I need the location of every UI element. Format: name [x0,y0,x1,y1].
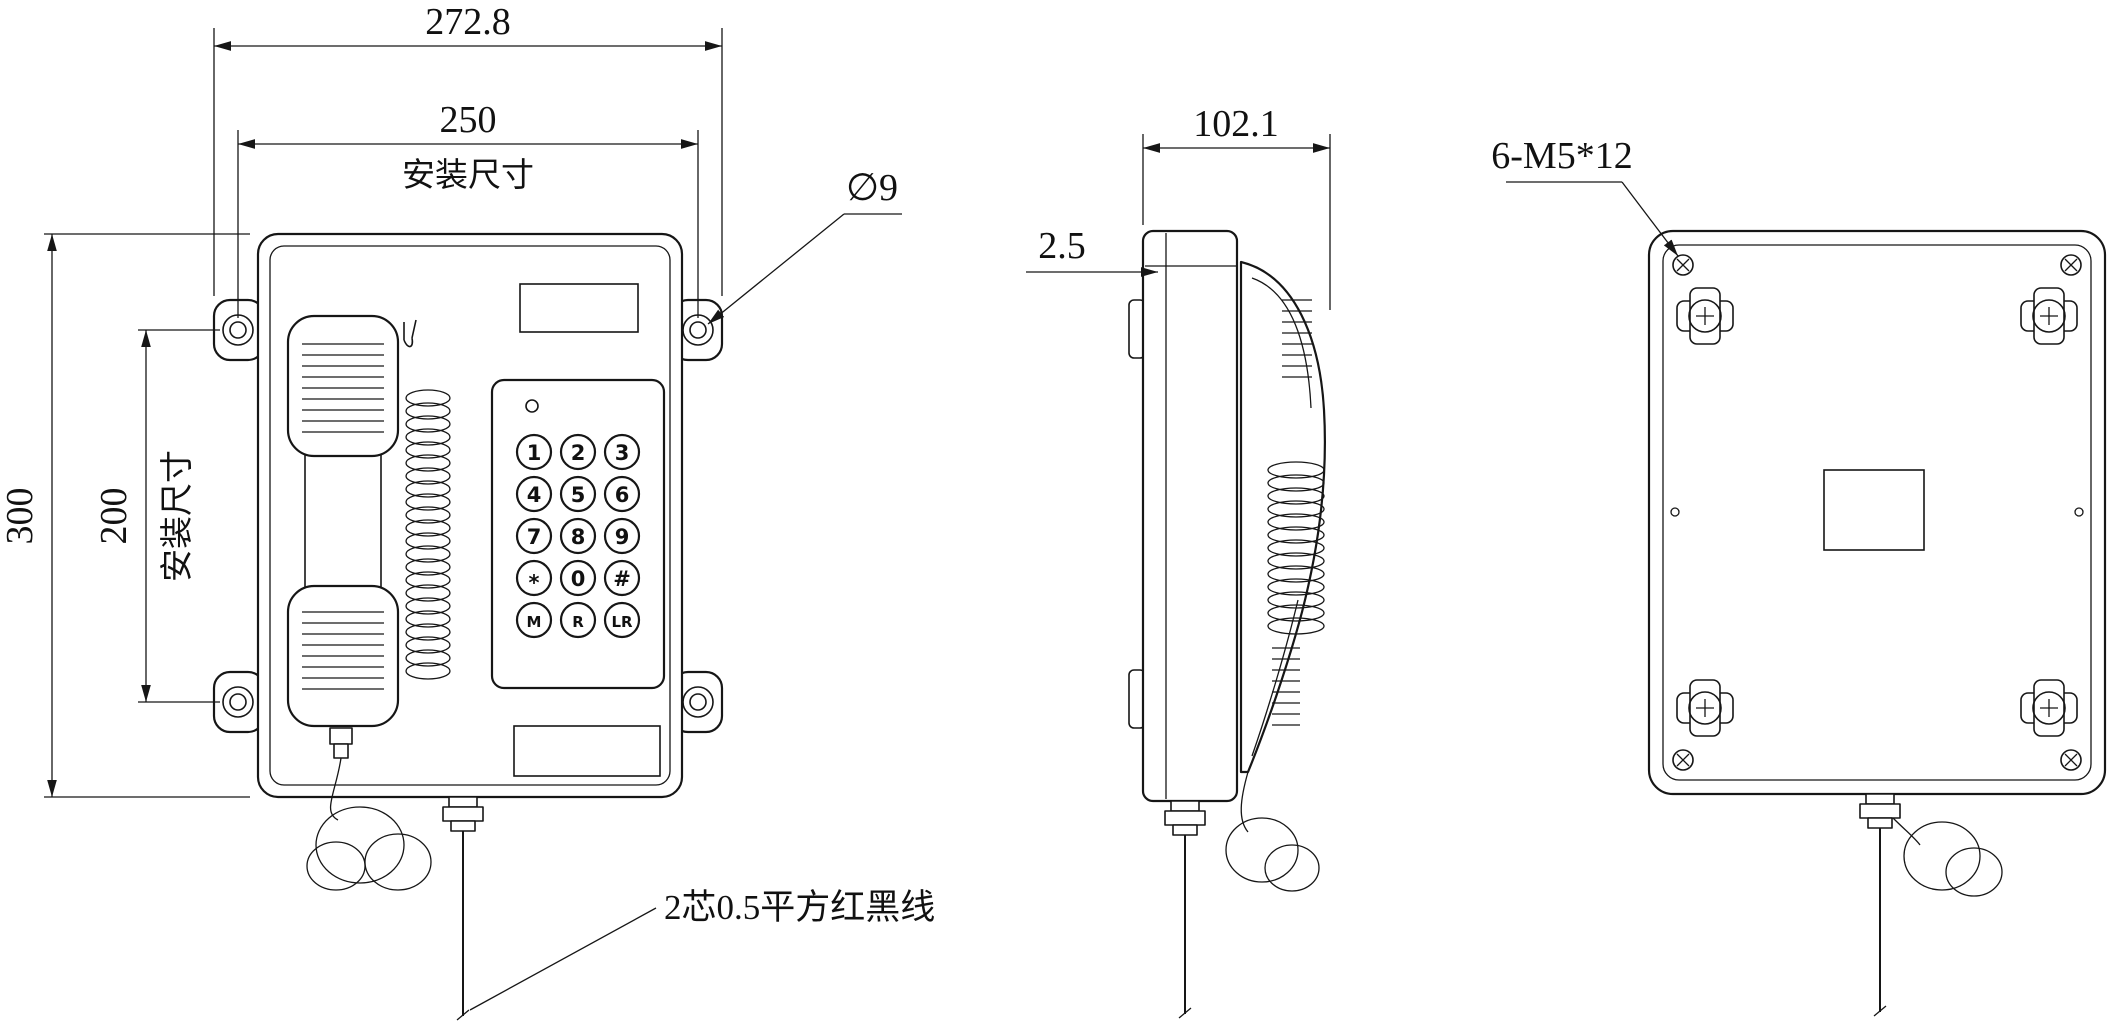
wire-tip-front [456,1009,470,1021]
keypad-button-label: * [529,571,540,595]
hole-diameter-label: ∅9 [846,167,898,209]
keypad-button-label: 4 [527,483,542,507]
hole-diameter-callout: ∅9 [707,167,902,325]
led-indicator [525,399,539,413]
rear-nameplate [1823,469,1925,551]
keypad-button-9: 9 [603,517,641,555]
keypad-button-0: 0 [559,559,597,597]
dim-mount-height: 200 安装尺寸 [93,329,220,703]
mounting-ear-bottom-left [212,670,266,734]
mounting-boss-bottom-right [2020,679,2078,737]
dim-mount-width-label: 250 [440,99,497,141]
dim-depth: 102.1 [1142,103,1331,310]
keypad-button-label: 8 [571,525,586,549]
keypad-button-label: 7 [527,525,542,549]
keypad-button-2: 2 [559,433,597,471]
corner-screw-bottom-right [2060,749,2082,771]
dim-cover-label: 2.5 [1038,225,1086,267]
mounting-boss-bottom-left [1676,679,1734,737]
front-view: 1 2 3 4 5 6 7 8 9 * 0 # M R LR [212,232,724,1021]
handset-cord-lower [306,727,432,891]
keypad-button-label: 6 [615,483,630,507]
corner-screw-top-right [2060,254,2082,276]
mic-grille [302,611,384,690]
dim-overall-width: 272.8 [213,1,723,296]
wire-tip-rear [1873,1005,1887,1017]
side-body [1141,229,1239,803]
keypad-button-1: 1 [515,433,553,471]
cover-thickness-callout: 2.5 [1026,225,1158,277]
side-earpiece-hatch [1282,299,1312,378]
wire-callout-label: 2芯0.5平方红黑线 [664,888,935,927]
keypad-button-label: # [613,567,631,591]
cable-gland-rear [1859,793,1901,829]
side-view [1128,229,1326,1019]
corner-screw-top-left [1672,254,1694,276]
handset-hook [403,319,417,348]
mounting-boss-top-left [1676,287,1734,345]
mounting-ear-top-left [212,298,266,362]
keypad-button-label: 5 [571,483,586,507]
dim-overall-height: 300 [0,233,250,798]
keypad-button-5: 5 [559,475,597,513]
dim-overall-width-label: 272.8 [425,1,511,43]
keypad-button-6: 6 [603,475,641,513]
display-window [519,283,639,333]
side-cover-seam [1145,233,1237,799]
side-cord-lower [1225,771,1320,892]
keypad-button-label: 2 [571,441,586,465]
mount-size-label-vertical: 安装尺寸 [159,450,196,582]
keypad-button-7: 7 [515,517,553,555]
earpiece-grille [302,343,384,433]
side-handset-inner-top [1251,277,1312,409]
side-handset [1239,260,1326,774]
front-body-inner [269,245,671,786]
wire-callout: 2芯0.5平方红黑线 [469,888,935,1011]
handset [286,314,417,728]
mount-size-label-horizontal: 安装尺寸 [402,157,534,194]
wire-tip-side [1178,1007,1192,1019]
keypad-button-label: 9 [615,525,630,549]
screw-callout-label: 6-M5*12 [1491,135,1632,177]
label-window [513,725,661,777]
keypad-button-star: * [515,559,553,597]
dim-mount-width: 250 安装尺寸 [237,99,699,318]
dim-mount-height-label: 200 [93,488,135,545]
side-mic-hatch [1272,647,1300,726]
keypad-button-label: 3 [615,441,630,465]
keypad-button-label: 0 [571,567,586,591]
dim-depth-label: 102.1 [1193,103,1279,145]
keypad-button-4: 4 [515,475,553,513]
keypad-button-label: M [527,613,542,631]
keypad-button-hash: # [603,559,641,597]
rear-hole-right [2074,507,2084,517]
keypad-button-label: R [572,613,584,631]
keypad-button-label: 1 [527,441,542,465]
keypad-button-label: LR [611,613,633,631]
rear-view [1647,229,2107,1017]
rear-hole-left [1670,507,1680,517]
keypad-button-M: M [515,601,553,639]
keypad-button-8: 8 [559,517,597,555]
keypad: 1 2 3 4 5 6 7 8 9 * 0 # M R LR [515,433,641,639]
dim-overall-height-label: 300 [0,488,41,545]
cable-gland-front [442,796,484,832]
rear-body-inner [1662,244,2092,781]
cable-gland-side [1164,800,1206,836]
keypad-button-LR: LR [603,601,641,639]
screw-callout: 6-M5*12 [1491,135,1679,257]
keypad-button-3: 3 [603,433,641,471]
corner-screw-bottom-left [1672,749,1694,771]
keypad-button-R: R [559,601,597,639]
mounting-boss-top-right [2020,287,2078,345]
rear-cord-coil [1892,817,2003,897]
